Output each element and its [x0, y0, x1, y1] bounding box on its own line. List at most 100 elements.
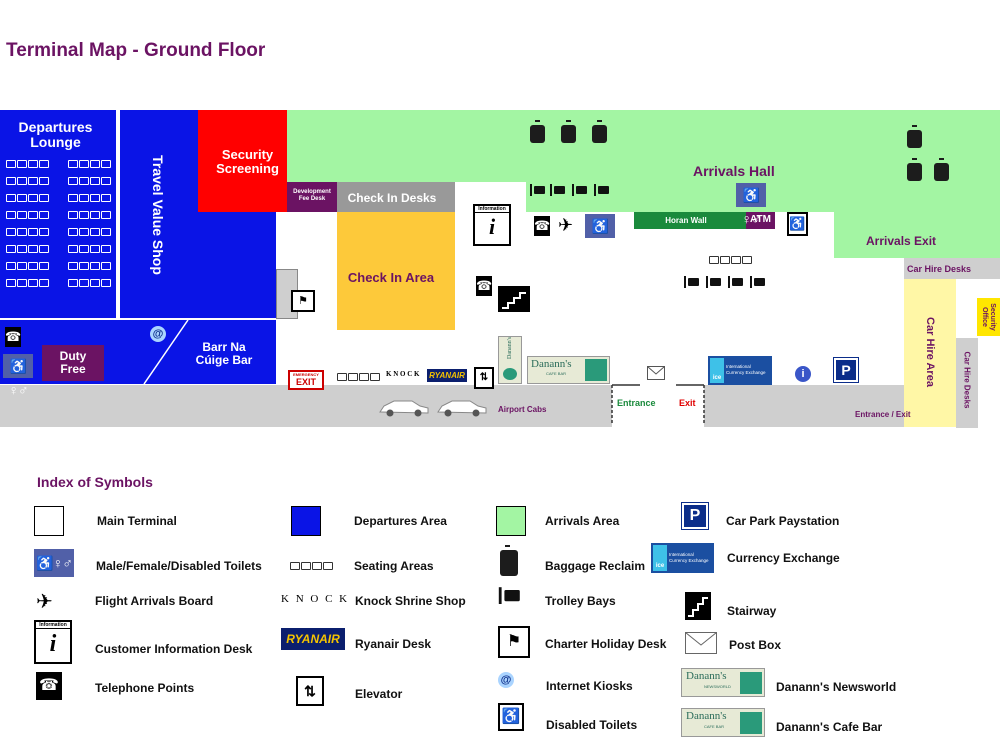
travel-value-shop[interactable] — [120, 110, 198, 318]
legend-label-arrivals: Arrivals Area — [545, 514, 620, 528]
legend-ice-text: International Currency Exchange — [669, 552, 709, 563]
car-hire-desks-top[interactable] — [904, 258, 1000, 279]
legend-label-car-park: Car Park Paystation — [726, 514, 840, 528]
page-title: Terminal Map - Ground Floor — [6, 40, 266, 61]
duty-free[interactable] — [42, 345, 104, 381]
seat-row — [68, 211, 112, 219]
baggage-reclaim-icon-6[interactable] — [934, 158, 949, 181]
danann-cafe-bar[interactable]: Danann's CAFE BAR — [527, 356, 610, 384]
seat-row — [68, 177, 112, 185]
arrivals-area[interactable] — [287, 110, 1000, 182]
telephone-icon-arrivals[interactable]: ☎ — [534, 216, 550, 236]
baggage-reclaim-icon-1[interactable] — [530, 120, 545, 143]
departures-lounge[interactable] — [0, 110, 118, 318]
legend-telephone-icon: ☎ — [36, 672, 62, 700]
legend-label-charter: Charter Holiday Desk — [545, 637, 667, 651]
ryanair-desk[interactable]: RYANAIR — [427, 369, 467, 382]
seat-row — [6, 262, 50, 270]
seat-row — [68, 228, 112, 236]
legend-newsworld-emblem — [740, 672, 762, 694]
legend-arrivals-icon — [496, 506, 526, 536]
security-office-label: Security Office — [981, 303, 996, 331]
legend-cafe-emblem — [740, 712, 762, 734]
car-hire-area-label: Car Hire Area — [924, 317, 936, 387]
charter-holiday-desk-icon[interactable]: ⚑ — [291, 290, 315, 312]
arrivals-hall-label: Arrivals Hall — [693, 163, 775, 179]
danann-cafe-emblem — [585, 359, 607, 381]
disabled-toilets-icon[interactable]: ♿ — [787, 212, 808, 236]
toilets-icon-arrivals-hall[interactable]: ♿♀♂ — [736, 183, 766, 227]
legend-post-box-icon — [685, 632, 717, 654]
departures-extension — [198, 212, 276, 318]
arrivals-exit-label: Arrivals Exit — [866, 234, 937, 248]
ice-logo: ice — [710, 358, 724, 383]
legend-seating-icon — [290, 562, 334, 570]
seat-row — [68, 279, 112, 287]
taxi-car-1 — [379, 400, 429, 417]
legend-ice-logo: ice — [653, 545, 667, 571]
security-screening-label: Security Screening — [216, 147, 279, 176]
travel-value-shop-label: Travel Value Shop — [150, 155, 166, 275]
legend-info-word: Information — [36, 622, 70, 629]
baggage-reclaim-icon-5[interactable] — [907, 158, 922, 181]
information-point-icon[interactable]: i — [795, 366, 811, 382]
emergency-exit-label: EXIT — [295, 377, 316, 387]
atm[interactable] — [746, 212, 775, 229]
legend-disabled-wc-icon: ♿ — [498, 703, 524, 731]
horan-wall-label: Horan Wall — [665, 216, 707, 225]
legend-toilets-icon: ♿♀♂ — [34, 549, 74, 577]
entrance-exit-label: Entrance / Exit — [855, 410, 911, 419]
knock-shrine-shop[interactable]: K N O C K — [386, 370, 420, 378]
car-park-paystation-icon[interactable]: P — [833, 357, 859, 383]
legend-label-ryanair: Ryanair Desk — [355, 637, 432, 651]
legend-charter-icon: ⚑ — [498, 626, 530, 658]
baggage-reclaim-icon-3[interactable] — [592, 120, 607, 143]
legend-baggage-icon — [500, 545, 518, 576]
customer-information-desk-icon[interactable]: Information i — [473, 204, 511, 246]
trolley-bay-icon — [750, 276, 766, 290]
legend-label-main-terminal: Main Terminal — [97, 514, 177, 528]
taxi-car-2 — [437, 400, 487, 417]
entrance-label: Entrance — [617, 398, 656, 408]
internet-kiosk-icon[interactable]: @ — [150, 326, 166, 342]
seat-row — [6, 177, 50, 185]
check-in-desks-label: Check In Desks — [347, 191, 437, 205]
legend-flight-arrivals-icon: ✈ — [36, 591, 53, 613]
legend-main-terminal-icon — [34, 506, 64, 536]
car-hire-area[interactable] — [904, 279, 956, 427]
seat-row — [6, 211, 50, 219]
security-screening[interactable] — [198, 110, 287, 212]
baggage-reclaim-icon-4[interactable] — [907, 125, 922, 148]
car-hire-desks-side[interactable] — [956, 338, 978, 428]
legend-knock-icon: K N O C K — [281, 593, 350, 605]
currency-exchange[interactable]: ice International Currency Exchange — [708, 356, 772, 385]
security-office[interactable] — [977, 298, 1000, 336]
danann-newsworld[interactable]: Danann's — [498, 336, 522, 384]
toilets-icon-lounge[interactable]: ♿♀♂ — [3, 354, 33, 398]
entrance-doors — [611, 384, 705, 425]
post-box-icon[interactable] — [647, 366, 665, 380]
trolley-bay-icon — [572, 184, 588, 198]
check-in-desks[interactable] — [337, 182, 455, 212]
telephone-icon-lounge[interactable]: ☎ — [5, 327, 21, 347]
seat-row — [68, 262, 112, 270]
duty-free-label: Duty Free — [59, 349, 87, 376]
seat-row — [6, 160, 50, 168]
legend-departures-icon — [291, 506, 321, 536]
telephone-icon-checkin[interactable]: ☎ — [476, 276, 492, 296]
legend-info-desk-icon: Information i — [34, 620, 72, 664]
flight-arrivals-board-icon[interactable]: ✈ — [558, 215, 574, 235]
emergency-exit-top-label: EMERGENCY — [293, 372, 319, 377]
legend-cafe-icon: Danann's CAFE BAR — [681, 708, 765, 737]
emergency-exit[interactable]: EMERGENCY EXIT — [288, 370, 324, 390]
development-fee-desk[interactable] — [287, 182, 337, 212]
toilets-icon-arrivals[interactable]: ♿♀♂ — [585, 214, 615, 258]
trolley-bay-icon — [706, 276, 722, 290]
check-in-area[interactable] — [337, 212, 455, 330]
legend-label-info-desk: Customer Information Desk — [95, 642, 253, 656]
baggage-reclaim-icon-2[interactable] — [561, 120, 576, 143]
elevator-icon[interactable]: ⇅ — [474, 367, 494, 389]
horan-wall[interactable] — [634, 212, 746, 229]
stairway-icon[interactable] — [498, 286, 530, 312]
legend-label-cafe: Danann's Cafe Bar — [776, 720, 883, 734]
